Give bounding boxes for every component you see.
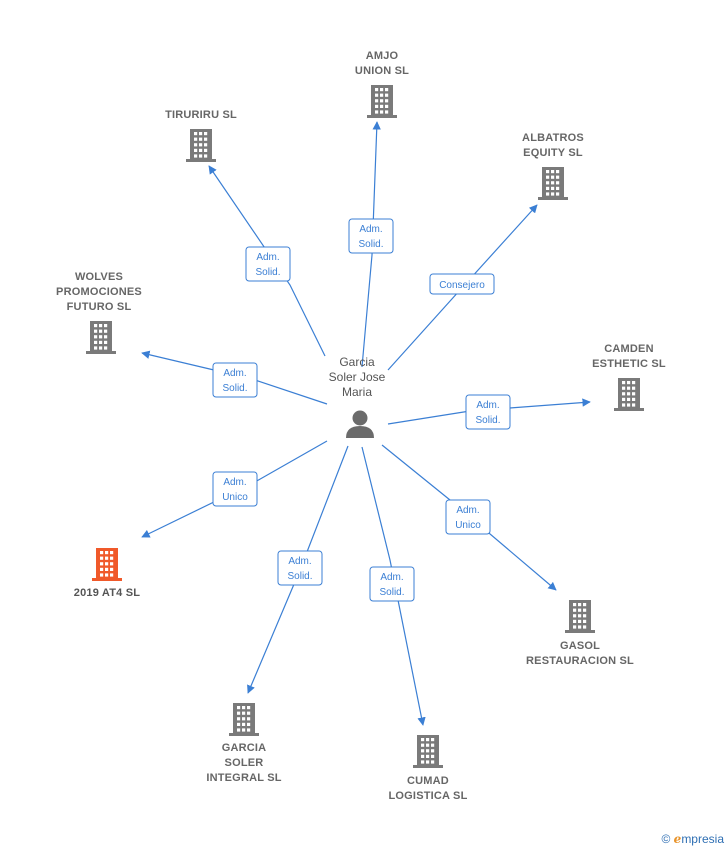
company-label-garcia-soler-integral-2: INTEGRAL SL <box>206 772 281 784</box>
edge-tiruriru <box>208 165 326 357</box>
company-node-tiruriru[interactable]: TIRURIRU SL <box>165 109 237 162</box>
role-text-tiruriru-1: Solid. <box>255 267 280 278</box>
company-label-camden-0: CAMDEN <box>604 343 653 355</box>
center-name-line-1: Garcia <box>339 355 375 369</box>
company-label-gasol-1: RESTAURACION SL <box>526 655 634 667</box>
role-text-camden-1: Solid. <box>475 415 500 426</box>
role-text-gasol-0: Adm. <box>456 505 479 516</box>
building-icon <box>186 129 216 162</box>
role-text-gasol-1: Unico <box>455 520 481 531</box>
company-label-garcia-soler-integral-1: SOLER <box>225 757 264 769</box>
company-label-tiruriru-0: TIRURIRU SL <box>165 109 237 121</box>
role-badge-albatros[interactable]: Consejero <box>429 273 495 295</box>
role-badge-camden[interactable]: Adm. Solid. <box>465 394 511 430</box>
role-text-at4-0: Adm. <box>223 477 246 488</box>
role-badge-cumad[interactable]: Adm. Solid. <box>369 566 415 602</box>
edge-cumad <box>361 446 426 726</box>
role-text-cumad-0: Adm. <box>380 572 403 583</box>
company-label-camden-1: ESTHETIC SL <box>592 358 666 370</box>
company-label-albatros-1: EQUITY SL <box>523 147 583 159</box>
role-badge-wolves[interactable]: Adm. Solid. <box>212 362 258 398</box>
role-text-wolves-0: Adm. <box>223 368 246 379</box>
building-icon <box>565 600 595 633</box>
center-person[interactable]: Garcia Soler Jose Maria <box>329 355 386 438</box>
role-text-albatros-0: Consejero <box>439 280 485 291</box>
company-node-cumad[interactable]: CUMAD LOGISTICA SL <box>389 735 468 802</box>
role-text-cumad-1: Solid. <box>379 587 404 598</box>
building-icon <box>367 85 397 118</box>
brand-initial: e <box>673 832 682 846</box>
company-node-wolves[interactable]: WOLVES PROMOCIONES FUTURO SL <box>56 271 142 354</box>
role-text-amjo-0: Adm. <box>359 224 382 235</box>
company-node-gasol[interactable]: GASOL RESTAURACION SL <box>526 600 634 667</box>
company-label-cumad-0: CUMAD <box>407 775 449 787</box>
footer-brand: © empresia <box>661 832 724 846</box>
company-label-garcia-soler-integral-0: GARCIA <box>222 742 267 754</box>
role-badge-at4[interactable]: Adm. Unico <box>212 471 258 507</box>
company-node-at4[interactable]: 2019 AT4 SL <box>74 548 140 599</box>
company-node-garcia-soler-integral[interactable]: GARCIA SOLER INTEGRAL SL <box>206 703 282 784</box>
building-icon <box>92 548 122 581</box>
building-icon <box>229 703 259 736</box>
company-node-camden[interactable]: CAMDEN ESTHETIC SL <box>592 343 666 411</box>
role-badge-garcia-soler-integral[interactable]: Adm. Solid. <box>277 550 323 586</box>
company-label-wolves-1: PROMOCIONES <box>56 286 142 298</box>
brand-name: mpresia <box>681 832 724 846</box>
role-text-amjo-1: Solid. <box>358 239 383 250</box>
edge-amjo <box>361 121 381 368</box>
company-label-amjo-1: UNION SL <box>355 65 409 77</box>
company-label-wolves-2: FUTURO SL <box>67 301 132 313</box>
role-text-garcia-soler-integral-1: Solid. <box>287 571 312 582</box>
role-badge-gasol[interactable]: Adm. Unico <box>445 499 491 535</box>
building-icon <box>86 321 116 354</box>
role-badge-tiruriru[interactable]: Adm. Solid. <box>245 246 291 282</box>
copyright-icon: © <box>661 832 671 846</box>
role-text-garcia-soler-integral-0: Adm. <box>288 556 311 567</box>
building-icon <box>614 378 644 411</box>
company-label-at4-0: 2019 AT4 SL <box>74 587 140 599</box>
person-icon <box>346 410 374 438</box>
company-label-albatros-0: ALBATROS <box>522 132 584 144</box>
center-name-line-2: Soler Jose <box>329 370 386 384</box>
role-text-tiruriru-0: Adm. <box>256 252 279 263</box>
role-text-camden-0: Adm. <box>476 400 499 411</box>
role-badge-amjo[interactable]: Adm. Solid. <box>348 218 394 254</box>
company-label-cumad-1: LOGISTICA SL <box>389 790 468 802</box>
company-label-amjo-0: AMJO <box>366 50 399 62</box>
company-label-wolves-0: WOLVES <box>75 271 123 283</box>
company-node-amjo[interactable]: AMJO UNION SL <box>355 50 409 118</box>
company-node-albatros[interactable]: ALBATROS EQUITY SL <box>522 132 584 200</box>
role-text-wolves-1: Solid. <box>222 383 247 394</box>
building-icon <box>538 167 568 200</box>
center-name-line-3: Maria <box>342 385 372 399</box>
building-icon <box>413 735 443 768</box>
company-label-gasol-0: GASOL <box>560 640 600 652</box>
role-text-at4-1: Unico <box>222 492 248 503</box>
